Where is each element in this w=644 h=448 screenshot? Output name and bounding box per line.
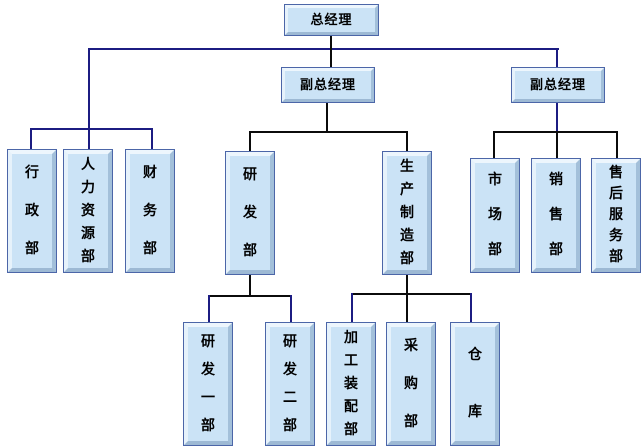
connector-line bbox=[493, 131, 618, 133]
connector-line bbox=[208, 295, 210, 323]
node-label: 人力资源部 bbox=[81, 156, 95, 265]
connector-line bbox=[249, 274, 251, 297]
connector-line bbox=[406, 293, 408, 323]
node-label: 财务部 bbox=[143, 165, 157, 257]
connector-line bbox=[351, 293, 353, 323]
connector-line bbox=[406, 274, 408, 295]
node-finance-dept: 财务部 bbox=[125, 149, 175, 273]
node-label: 采购部 bbox=[404, 338, 418, 430]
node-label: 副总经理 bbox=[529, 77, 586, 93]
node-label: 总经理 bbox=[310, 12, 353, 28]
node-label: 生产制造部 bbox=[400, 158, 414, 267]
node-label: 研发二部 bbox=[283, 334, 297, 434]
node-general-manager: 总经理 bbox=[284, 4, 379, 36]
node-sales-dept: 销售部 bbox=[531, 158, 581, 273]
connector-line bbox=[30, 128, 32, 150]
connector-line bbox=[351, 293, 472, 295]
connector-line bbox=[330, 35, 332, 49]
connector-line bbox=[406, 131, 408, 152]
connector-line bbox=[556, 48, 558, 68]
connector-line bbox=[88, 48, 559, 50]
connector-line bbox=[290, 295, 292, 323]
node-deputy-general-manager-2: 副总经理 bbox=[511, 67, 605, 103]
node-label: 仓库 bbox=[468, 347, 482, 420]
node-after-sales-service-dept: 售后服务部 bbox=[591, 158, 641, 273]
connector-line bbox=[616, 131, 618, 159]
node-label: 研发部 bbox=[243, 167, 257, 259]
node-label: 研发一部 bbox=[201, 334, 215, 434]
node-label: 加工装配部 bbox=[344, 329, 358, 438]
connector-line bbox=[249, 131, 251, 152]
node-marketing-dept: 市场部 bbox=[470, 158, 520, 273]
connector-line bbox=[326, 102, 328, 133]
node-label: 销售部 bbox=[549, 172, 563, 258]
node-purchasing-dept: 采购部 bbox=[386, 322, 436, 446]
node-processing-assembly-dept: 加工装配部 bbox=[326, 322, 376, 446]
connector-line bbox=[470, 293, 472, 323]
node-rnd-dept-2: 研发二部 bbox=[265, 322, 315, 446]
connector-line bbox=[556, 102, 558, 133]
node-label: 副总经理 bbox=[299, 77, 356, 93]
node-rnd-dept-1: 研发一部 bbox=[183, 322, 233, 446]
node-production-manufacturing-dept: 生产制造部 bbox=[382, 151, 432, 275]
node-administration-dept: 行政部 bbox=[7, 149, 57, 273]
node-human-resources-dept: 人力资源部 bbox=[63, 149, 113, 273]
node-label: 市场部 bbox=[488, 172, 502, 258]
connector-line bbox=[30, 128, 153, 130]
connector-line bbox=[151, 128, 153, 150]
connector-line bbox=[493, 131, 495, 159]
node-label: 售后服务部 bbox=[609, 165, 623, 265]
node-deputy-general-manager-1: 副总经理 bbox=[281, 67, 375, 103]
connector-line bbox=[249, 131, 408, 133]
node-label: 行政部 bbox=[25, 165, 39, 257]
connector-line bbox=[556, 131, 558, 159]
node-warehouse: 仓库 bbox=[450, 322, 500, 446]
connector-line bbox=[88, 48, 90, 150]
connector-line bbox=[330, 48, 332, 68]
node-rnd-dept: 研发部 bbox=[225, 151, 275, 275]
connector-line bbox=[208, 295, 292, 297]
